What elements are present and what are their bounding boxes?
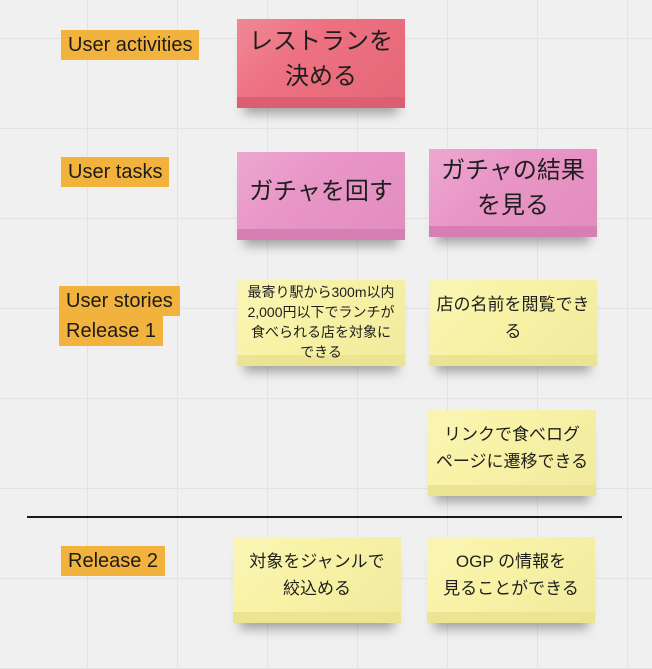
sticky-note-tabelog-link[interactable]: リンクで食べログ ページに遷移できる <box>428 410 596 496</box>
label-user-tasks[interactable]: User tasks <box>61 157 170 187</box>
sticky-note-shop-name[interactable]: 店の名前を閲覧できる <box>429 280 597 366</box>
note-fold-strip <box>237 355 405 366</box>
label-release-1[interactable]: Release 1 <box>59 316 164 346</box>
note-text: ガチャの結果 を見る <box>441 157 585 219</box>
note-fold-strip <box>233 612 401 623</box>
note-text: リンクで食べログ ページに遷移できる <box>435 425 589 471</box>
note-fold-strip <box>237 229 405 240</box>
label-user-stories[interactable]: User stories <box>59 286 180 316</box>
note-text: OGP の情報を 見ることができる <box>443 552 579 598</box>
sticky-note-gacha-result[interactable]: ガチャの結果 を見る <box>429 149 597 237</box>
note-text: ガチャを回す <box>249 177 393 205</box>
note-fold-strip <box>429 355 597 366</box>
label-user-activities[interactable]: User activities <box>61 30 200 60</box>
sticky-note-station-lunch[interactable]: 最寄り駅から300m以内 2,000円以下でランチが 食べられる店を対象に でき… <box>237 280 405 366</box>
release-divider-line[interactable] <box>27 516 622 518</box>
sticky-note-genre-filter[interactable]: 対象をジャンルで 絞込める <box>233 537 401 623</box>
note-fold-strip <box>427 612 595 623</box>
note-fold-strip <box>429 226 597 237</box>
note-fold-strip <box>237 97 405 108</box>
note-text: 最寄り駅から300m以内 2,000円以下でランチが 食べられる店を対象に でき… <box>247 284 395 360</box>
label-release-2[interactable]: Release 2 <box>61 546 166 576</box>
note-text: 店の名前を閲覧できる <box>436 295 590 341</box>
sticky-note-restaurant[interactable]: レストランを 決める <box>237 19 405 108</box>
note-text: 対象をジャンルで 絞込める <box>249 552 385 598</box>
note-fold-strip <box>428 485 596 496</box>
sticky-note-gacha-spin[interactable]: ガチャを回す <box>237 152 405 240</box>
note-text: レストランを 決める <box>249 27 393 90</box>
sticky-note-ogp-info[interactable]: OGP の情報を 見ることができる <box>427 537 595 623</box>
